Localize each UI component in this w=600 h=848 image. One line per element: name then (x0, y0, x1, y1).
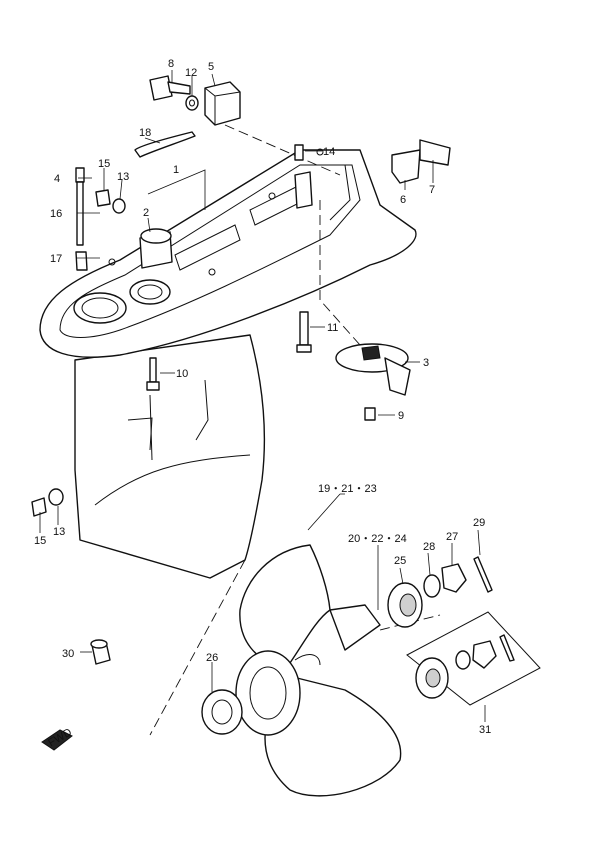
part-13-gasket-lower (48, 488, 64, 506)
part-31-kit (406, 611, 541, 706)
callout-30: 30 (62, 648, 74, 660)
callout-12: 12 (185, 67, 197, 79)
part-29-cotter-pin (473, 556, 493, 593)
part-3-trim-tab (335, 343, 411, 396)
callout-10: 10 (176, 368, 188, 380)
callout-8: 8 (168, 58, 174, 70)
callout-29: 29 (473, 517, 485, 529)
callout-31: 31 (479, 724, 491, 736)
callout-25: 25 (394, 555, 406, 567)
callout-7: 7 (429, 184, 435, 196)
callout-27: 27 (446, 531, 458, 543)
part-6-7-cover (391, 139, 451, 184)
gear-case-leg (74, 334, 266, 579)
part-13-gasket-top (112, 198, 126, 214)
callout-13-lower: 13 (53, 526, 65, 538)
callout-1: 1 (173, 164, 179, 176)
part-18-clip (134, 131, 196, 158)
callout-13-top: 13 (117, 171, 129, 183)
part-30-plug (90, 639, 111, 665)
callout-5: 5 (208, 61, 214, 73)
part-8-bolt (149, 75, 191, 101)
callout-6: 6 (400, 194, 406, 206)
callout-15-top: 15 (98, 158, 110, 170)
part-5-anode (204, 81, 241, 126)
part-16-rod (76, 181, 84, 246)
part-25-thrust-washer (387, 582, 423, 628)
part-4-pin (75, 167, 85, 183)
callout-11: 11 (327, 322, 338, 334)
part-12-washer (185, 95, 199, 111)
gear-case-housing (39, 148, 417, 358)
part-27-nut (441, 563, 467, 593)
callout-16: 16 (50, 208, 62, 220)
callout-17: 17 (50, 253, 62, 265)
callout-26: 26 (206, 652, 218, 664)
part-28-washer (423, 574, 441, 598)
part-17-fitting (75, 251, 88, 271)
callout-14: 14 (323, 146, 335, 158)
part-10-bolt (146, 357, 160, 391)
propeller (235, 544, 402, 797)
part-15-plug-lower (31, 497, 47, 517)
callout-4: 4 (54, 173, 60, 185)
callout-3: 3 (423, 357, 429, 369)
part-11-bolt (296, 311, 312, 353)
part-9-bolt (364, 407, 376, 421)
part-14-pin (294, 144, 304, 161)
callout-2: 2 (143, 207, 149, 219)
callout-19-21-23: 19・21・23 (318, 483, 377, 495)
part-26-spacer (201, 689, 243, 735)
callout-15-lower: 15 (34, 535, 46, 547)
fwd-label: FWD (46, 726, 74, 749)
leader-lines (39, 70, 486, 722)
part-15-plug-top (95, 189, 111, 207)
callout-18: 18 (139, 127, 151, 139)
callout-20-22-24: 20・22・24 (348, 533, 407, 545)
callout-9: 9 (398, 410, 404, 422)
fwd-arrow (41, 729, 73, 751)
callout-28: 28 (423, 541, 435, 553)
